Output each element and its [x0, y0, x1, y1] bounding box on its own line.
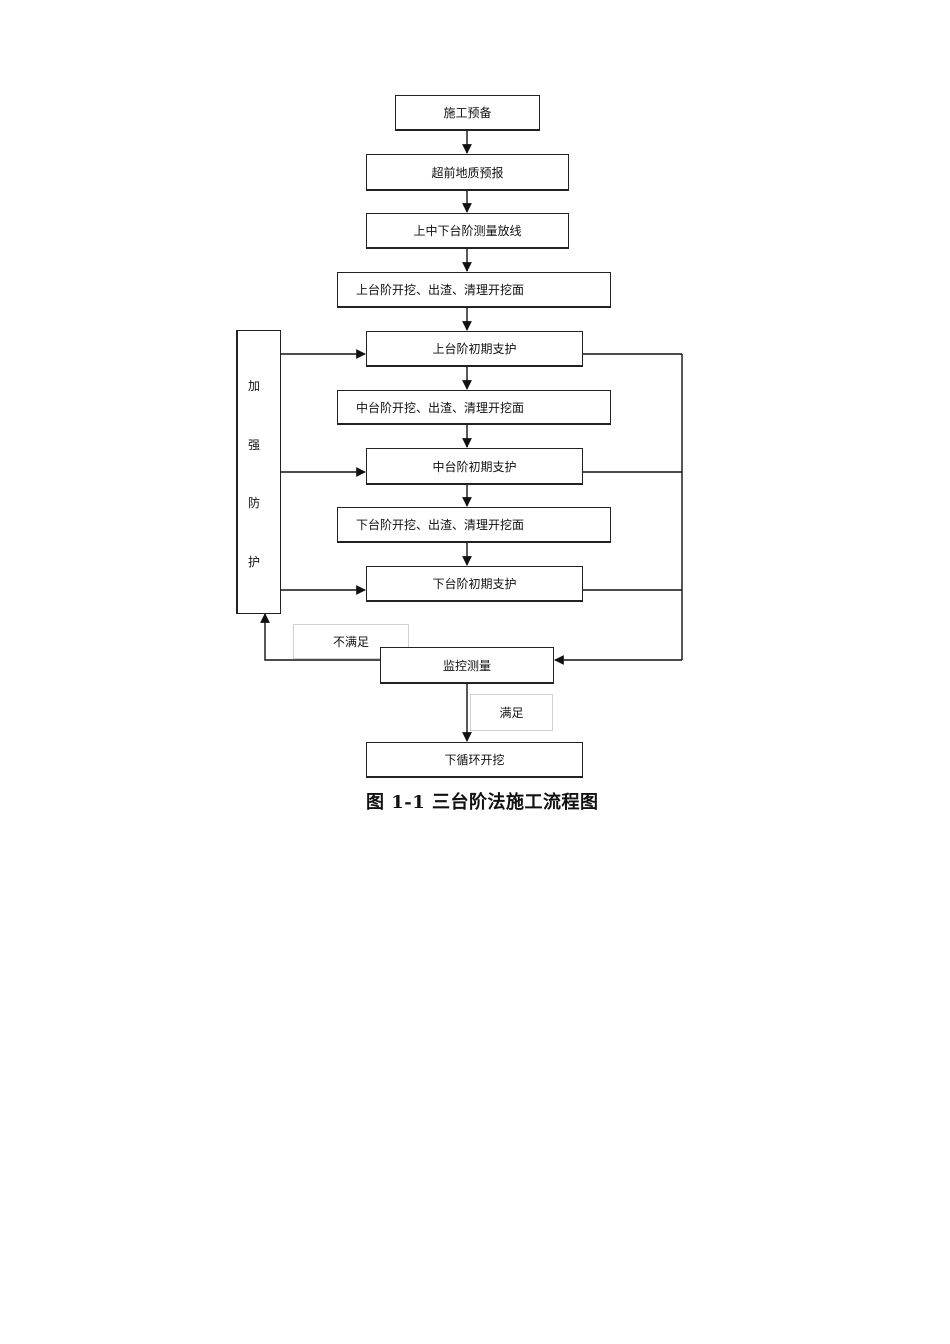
step-prep: 施工预备 — [395, 95, 540, 131]
step-prep-label: 施工预备 — [443, 106, 492, 120]
step-upper-support-label: 上台阶初期支护 — [432, 342, 517, 356]
step-middle-support-label: 中台阶初期支护 — [432, 459, 517, 474]
step-survey: 上中下台阶测量放线 — [366, 213, 569, 249]
step-monitor-label: 监控测量 — [442, 658, 491, 673]
step-upper-excavate: 上台阶开挖、出渣、清理开挖面 — [337, 272, 611, 308]
step-lower-support: 下台阶初期支护 — [366, 566, 583, 602]
step-survey-label: 上中下台阶测量放线 — [413, 224, 522, 238]
step-middle-excavate: 中台阶开挖、出渣、清理开挖面 — [337, 390, 611, 425]
reinforce-char-3: 防 — [248, 496, 261, 510]
branch-not-satisfied-label: 不满足 — [332, 635, 369, 649]
reinforce-char-1: 加 — [248, 379, 261, 393]
step-lower-excavate-label: 下台阶开挖、出渣、清理开挖面 — [356, 518, 525, 532]
figure-caption: 图 1-1 三台阶法施工流程图 — [366, 792, 599, 813]
step-upper-excavate-label: 上台阶开挖、出渣、清理开挖面 — [356, 283, 525, 297]
step-middle-excavate-label: 中台阶开挖、出渣、清理开挖面 — [356, 400, 525, 415]
branch-satisfied-label: 满足 — [499, 706, 524, 720]
arrow-monitor-to-reinforce — [260, 613, 380, 661]
step-next-cycle: 下循环开挖 — [366, 742, 583, 778]
branch-satisfied: 满足 — [470, 694, 553, 731]
step-lower-excavate: 下台阶开挖、出渣、清理开挖面 — [337, 507, 611, 543]
reinforce-char-4: 护 — [248, 555, 261, 569]
step-monitor: 监控测量 — [380, 647, 554, 684]
step-forecast: 超前地质预报 — [366, 154, 569, 191]
reinforce-char-2: 强 — [248, 438, 261, 452]
step-next-cycle-label: 下循环开挖 — [444, 753, 505, 767]
step-middle-support: 中台阶初期支护 — [366, 448, 583, 485]
step-forecast-label: 超前地质预报 — [431, 165, 504, 180]
step-lower-support-label: 下台阶初期支护 — [432, 577, 517, 591]
step-upper-support: 上台阶初期支护 — [366, 331, 583, 367]
reinforce-box: 加 强 防 护 — [236, 330, 281, 614]
